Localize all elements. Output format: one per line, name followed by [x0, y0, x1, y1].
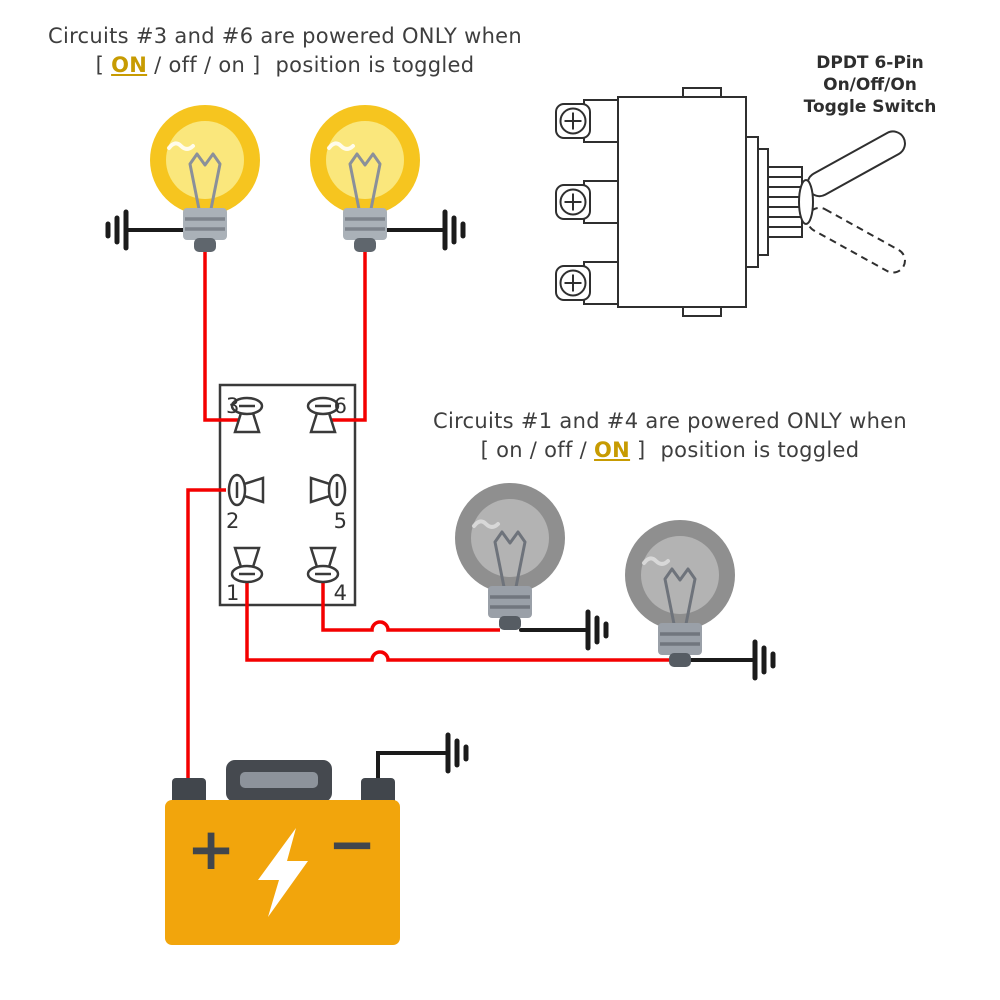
pin-label-5: 5 — [334, 509, 347, 533]
bushing-threads — [768, 176, 802, 228]
wire-bulb2-pin6 — [332, 250, 367, 422]
ground-symbol-left — [108, 212, 126, 248]
toggle-lever-phantom — [806, 206, 906, 274]
pin-label-6: 6 — [334, 394, 347, 418]
note-circuits-1-4: Circuits #1 and #4 are powered ONLY when… — [405, 407, 935, 465]
switch-label-line3: Toggle Switch — [803, 97, 937, 117]
wire-pin4-bulb3 — [321, 582, 500, 632]
battery-plus-sign: + — [187, 815, 236, 883]
switch-pins: 3 6 2 5 1 4 — [226, 394, 347, 605]
on-position-highlight: ON — [594, 438, 631, 462]
switch-label-line1: DPDT 6-Pin — [816, 53, 924, 73]
ground-symbol-bulb3 — [588, 612, 606, 648]
switch-screw-terminal-1 — [555, 99, 618, 143]
note-circuits-3-6: Circuits #3 and #6 are powered ONLY when… — [15, 22, 555, 80]
switch-bottom-tab — [682, 306, 722, 317]
toggle-switch-label: DPDT 6-Pin On/Off/On Toggle Switch — [772, 52, 968, 118]
red-wires — [186, 250, 670, 784]
switch-screw-terminal-2 — [555, 180, 618, 224]
switch-body — [617, 96, 747, 308]
toggle-switch-drawing — [555, 87, 906, 317]
pin-label-1: 1 — [226, 581, 239, 605]
battery-handle-grip — [240, 772, 318, 788]
wire-pin1-bulb4 — [245, 582, 670, 662]
wire-bulb1-pin3 — [203, 250, 238, 422]
bulb-unlit-circuit4 — [453, 481, 567, 632]
bulb-unlit-circuit1 — [623, 518, 737, 669]
battery-minus-sign: − — [328, 810, 377, 878]
bracket-close: ] — [637, 438, 646, 462]
ground-symbol-battery — [448, 735, 466, 771]
pin-label-3: 3 — [226, 394, 239, 418]
bracket-open: [ — [95, 53, 105, 77]
ground-symbol-bulb2 — [445, 212, 463, 248]
on-position-highlight: ON — [111, 53, 148, 77]
ground-symbol-bulb4 — [755, 642, 773, 678]
position-list: [ on / off / — [480, 438, 588, 462]
note-3-6-line2: [ ON / off / on ] position is toggled — [15, 51, 555, 80]
lightning-bolt-icon — [258, 828, 308, 917]
toggle-lever — [806, 130, 906, 198]
switch-label-line2: On/Off/On — [823, 75, 917, 95]
position-list: / off / on ] — [154, 53, 261, 77]
lever-pivot — [798, 179, 814, 225]
pin-label-4: 4 — [334, 581, 347, 605]
switch-face-plate — [745, 136, 759, 268]
switch-face-plate-2 — [757, 148, 769, 256]
ground-wire-battery — [376, 751, 447, 786]
note-1-4-tail: position is toggled — [660, 438, 860, 462]
note-1-4-line1: Circuits #1 and #4 are powered ONLY when — [432, 409, 908, 433]
note-3-6-line1: Circuits #3 and #6 are powered ONLY when — [47, 24, 523, 48]
switch-screw-terminal-3 — [555, 261, 618, 305]
note-3-6-tail: position is toggled — [275, 53, 475, 77]
wire-battery-pin2 — [186, 488, 226, 784]
battery-terminal-positive — [172, 778, 206, 804]
battery-terminal-negative — [361, 778, 395, 804]
battery: + − — [165, 760, 400, 945]
switch-top-tab — [682, 87, 722, 98]
pin-label-2: 2 — [226, 509, 239, 533]
note-1-4-line2: [ on / off / ON ] position is toggled — [405, 436, 935, 465]
ground-wires — [124, 228, 754, 786]
